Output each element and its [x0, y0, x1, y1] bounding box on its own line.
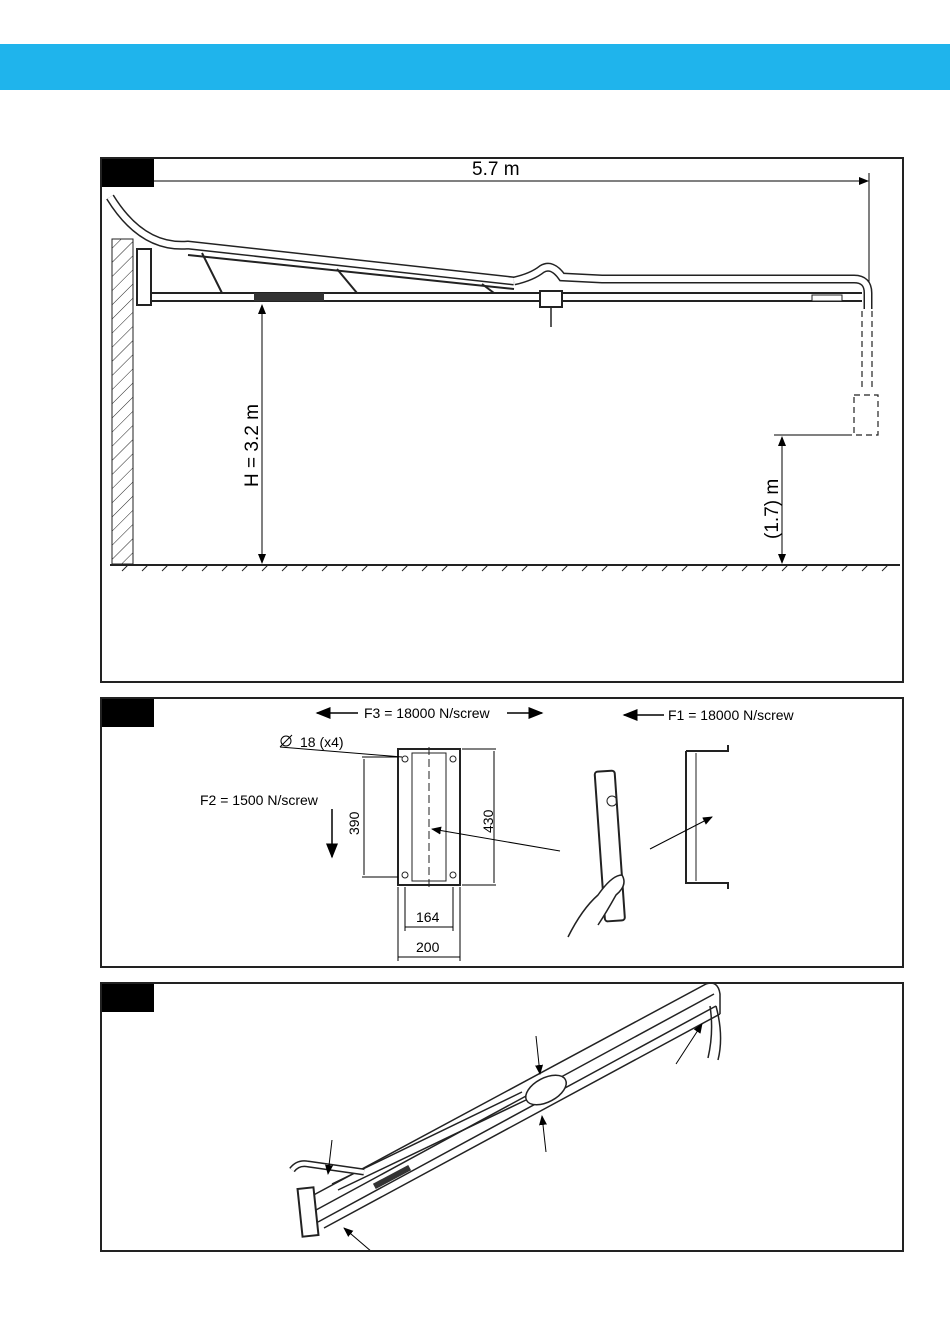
pointer-joint-bottom	[542, 1116, 546, 1152]
hanging-hose	[854, 311, 878, 435]
span-label: 5.7 m	[472, 159, 520, 181]
figure-1-drawing	[102, 159, 902, 681]
dim-164-label: 164	[416, 909, 439, 925]
dim-430-label: 430	[480, 810, 496, 833]
f1-label: F1 = 18000 N/screw	[668, 707, 794, 723]
arm-end-cap	[812, 295, 842, 301]
pointer-bracket	[344, 1228, 372, 1250]
f2-label: F2 = 1500 N/screw	[200, 792, 318, 808]
figure-1-panel: 5.7 m H = 3.2 m (1.7) m	[100, 157, 904, 683]
wall	[112, 239, 133, 564]
side-leader	[650, 817, 712, 849]
figure-2-drawing	[102, 699, 902, 966]
brand-plate	[254, 293, 324, 301]
mounting-plate	[398, 749, 460, 885]
f3-label: F3 = 18000 N/screw	[364, 705, 490, 721]
header-band	[0, 44, 950, 90]
pointer-joint-top	[536, 1036, 540, 1074]
end-hose-1	[708, 1006, 712, 1058]
figure-2-panel: F3 = 18000 N/screw F1 = 18000 N/screw F2…	[100, 697, 904, 968]
figure-3-drawing	[102, 984, 902, 1250]
dim-200-label: 200	[416, 939, 439, 955]
hose-height-label: (1.7) m	[762, 479, 784, 539]
perspective-arm	[308, 984, 720, 1228]
height-label: H = 3.2 m	[242, 404, 264, 487]
outer-hose-outer	[514, 267, 868, 309]
wall-bracket	[137, 249, 151, 305]
hole-label: 18 (x4)	[300, 734, 344, 750]
trolley	[540, 291, 562, 307]
dim-390-label: 390	[346, 812, 362, 835]
side-bracket	[686, 745, 728, 889]
figure-3-panel	[100, 982, 904, 1252]
